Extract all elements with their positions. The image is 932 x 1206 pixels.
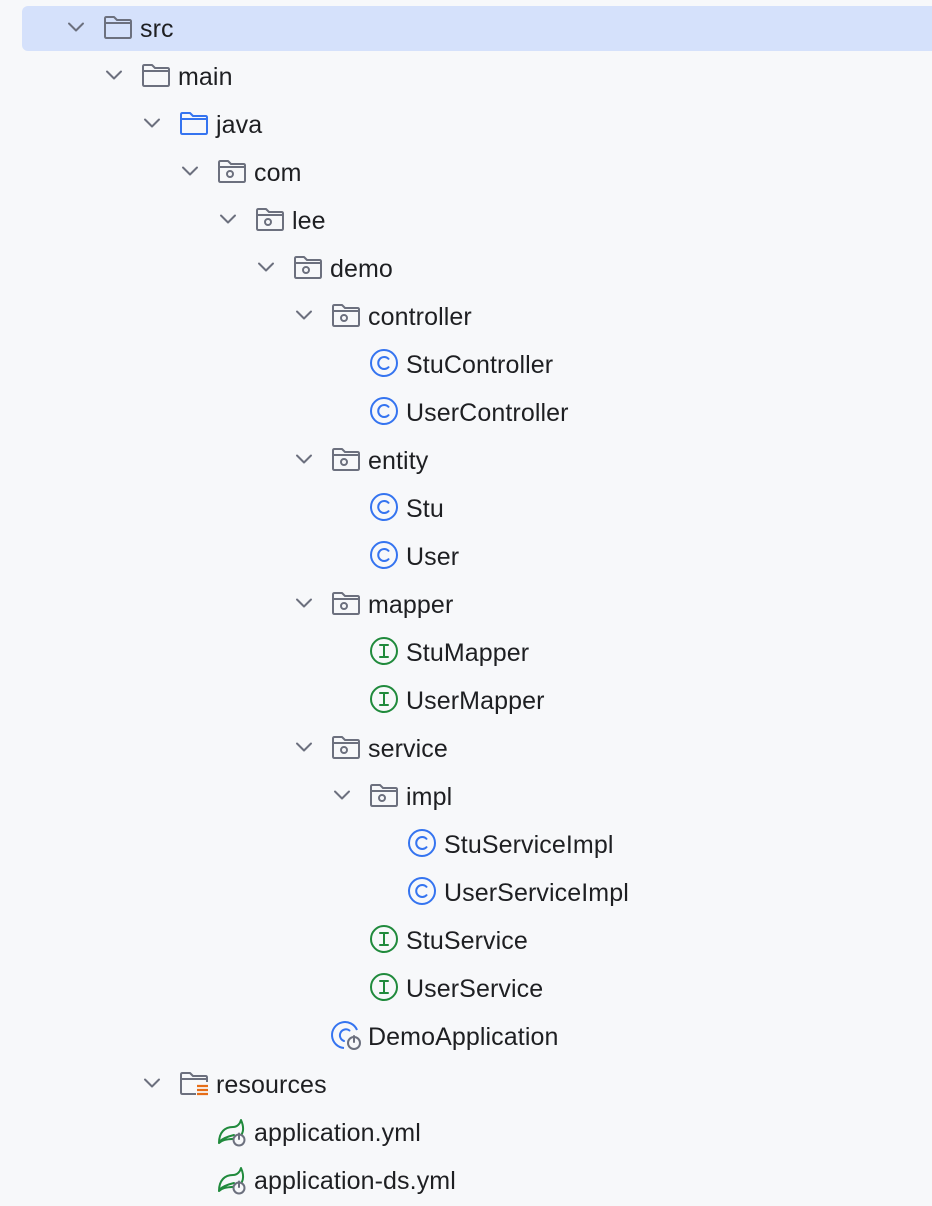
class-icon: [368, 491, 400, 523]
tree-node-label: mapper: [368, 591, 454, 619]
tree-node-label: lee: [292, 207, 326, 235]
tree-node-label: StuMapper: [406, 639, 530, 667]
tree-node-application-yml[interactable]: application.yml: [0, 1107, 932, 1155]
interface-icon: [368, 971, 400, 1003]
tree-node-main[interactable]: main: [0, 51, 932, 99]
tree-node-service[interactable]: service: [0, 723, 932, 771]
tree-node-label: StuServiceImpl: [444, 831, 614, 859]
chevron-down-icon[interactable]: [66, 17, 86, 37]
interface-icon: [368, 683, 400, 715]
tree-node-src[interactable]: src: [0, 3, 932, 51]
tree-node-label: impl: [406, 783, 453, 811]
tree-node-resources[interactable]: resources: [0, 1059, 932, 1107]
chevron-down-icon[interactable]: [142, 113, 162, 133]
class-icon: [406, 827, 438, 859]
tree-node-label: controller: [368, 303, 472, 331]
chevron-down-icon[interactable]: [142, 1073, 162, 1093]
chevron-down-icon[interactable]: [104, 65, 124, 85]
source-folder-icon: [178, 107, 210, 139]
chevron-down-icon[interactable]: [180, 161, 200, 181]
spring-config-icon: [216, 1163, 248, 1195]
tree-node-usercontroller[interactable]: UserController: [0, 387, 932, 435]
package-icon: [330, 299, 362, 331]
chevron-down-icon[interactable]: [294, 449, 314, 469]
spring-config-icon: [216, 1115, 248, 1147]
tree-node-label: Stu: [406, 495, 444, 523]
tree-node-label: java: [216, 111, 263, 139]
tree-node-java[interactable]: java: [0, 99, 932, 147]
chevron-down-icon[interactable]: [218, 209, 238, 229]
package-icon: [292, 251, 324, 283]
tree-node-usermapper[interactable]: UserMapper: [0, 675, 932, 723]
tree-node-label: resources: [216, 1071, 327, 1099]
chevron-down-icon[interactable]: [256, 257, 276, 277]
tree-node-application-ds-yml[interactable]: application-ds.yml: [0, 1155, 932, 1203]
tree-node-label: UserService: [406, 975, 544, 1003]
class-icon: [368, 539, 400, 571]
tree-node-entity[interactable]: entity: [0, 435, 932, 483]
interface-icon: [368, 635, 400, 667]
tree-node-label: main: [178, 63, 233, 91]
class-icon: [406, 875, 438, 907]
tree-node-label: entity: [368, 447, 429, 475]
tree-node-stucontroller[interactable]: StuController: [0, 339, 932, 387]
tree-node-label: UserController: [406, 399, 569, 427]
spring-boot-class-icon: [330, 1019, 362, 1051]
tree-node-label: src: [140, 15, 174, 43]
tree-node-label: UserServiceImpl: [444, 879, 629, 907]
chevron-down-icon[interactable]: [294, 593, 314, 613]
tree-node-mapper[interactable]: mapper: [0, 579, 932, 627]
package-icon: [330, 443, 362, 475]
class-icon: [368, 347, 400, 379]
package-icon: [330, 587, 362, 619]
tree-node-label: application-ds.yml: [254, 1167, 456, 1195]
tree-node-demoapplication[interactable]: DemoApplication: [0, 1011, 932, 1059]
chevron-down-icon[interactable]: [332, 785, 352, 805]
tree-node-lee[interactable]: lee: [0, 195, 932, 243]
package-icon: [254, 203, 286, 235]
folder-icon: [102, 11, 134, 43]
package-icon: [216, 155, 248, 187]
tree-node-stuserviceimpl[interactable]: StuServiceImpl: [0, 819, 932, 867]
tree-node-label: StuService: [406, 927, 528, 955]
tree-node-demo[interactable]: demo: [0, 243, 932, 291]
tree-node-user[interactable]: User: [0, 531, 932, 579]
tree-node-stuservice[interactable]: StuService: [0, 915, 932, 963]
tree-node-stumapper[interactable]: StuMapper: [0, 627, 932, 675]
tree-node-label: demo: [330, 255, 393, 283]
tree-node-label: service: [368, 735, 448, 763]
tree-node-label: User: [406, 543, 460, 571]
resources-folder-icon: [178, 1067, 210, 1099]
folder-icon: [140, 59, 172, 91]
tree-node-label: DemoApplication: [368, 1023, 559, 1051]
package-icon: [368, 779, 400, 811]
chevron-down-icon[interactable]: [294, 305, 314, 325]
tree-node-label: com: [254, 159, 302, 187]
tree-node-label: StuController: [406, 351, 554, 379]
tree-node-controller[interactable]: controller: [0, 291, 932, 339]
tree-node-impl[interactable]: impl: [0, 771, 932, 819]
tree-node-userservice[interactable]: UserService: [0, 963, 932, 1011]
class-icon: [368, 395, 400, 427]
tree-node-label: application.yml: [254, 1119, 421, 1147]
tree-node-userserviceimpl[interactable]: UserServiceImpl: [0, 867, 932, 915]
tree-node-label: UserMapper: [406, 687, 545, 715]
chevron-down-icon[interactable]: [294, 737, 314, 757]
tree-node-com[interactable]: com: [0, 147, 932, 195]
interface-icon: [368, 923, 400, 955]
tree-node-stu[interactable]: Stu: [0, 483, 932, 531]
package-icon: [330, 731, 362, 763]
